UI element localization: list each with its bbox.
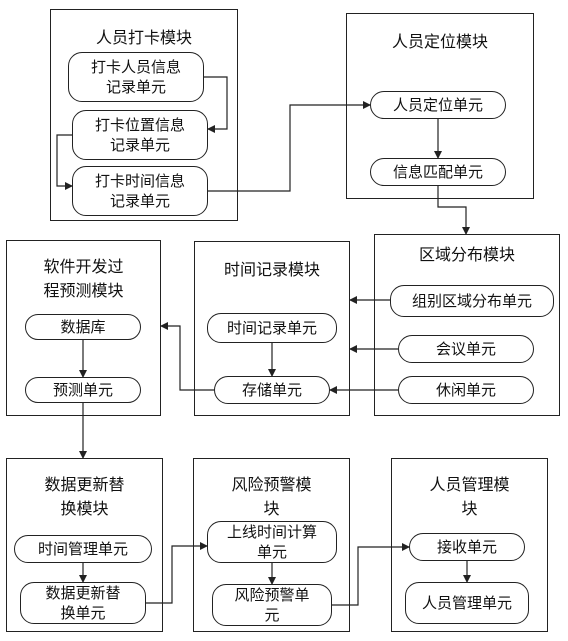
- data-update-module-title: 数据更新替 换模块: [44, 475, 125, 518]
- risk-warning-module-title: 风险预警模 块: [231, 475, 312, 518]
- clock-in-time-info-unit: 打卡时间信息 记录单元: [72, 166, 208, 216]
- storage-unit: 存储单元: [214, 376, 330, 404]
- time-management-unit: 时间管理单元: [14, 535, 152, 563]
- clock-in-location-info-unit: 打卡位置信息 记录单元: [72, 110, 208, 160]
- online-time-calc-unit: 上线时间计算 单元: [207, 521, 337, 563]
- software-prediction-module-title: 软件开发过 程预测模块: [43, 257, 124, 300]
- database-unit: 数据库: [25, 314, 141, 340]
- leisure-unit: 休闲单元: [398, 376, 534, 404]
- group-area-distribution-unit: 组别区域分布单元: [390, 285, 554, 317]
- info-matching-unit: 信息匹配单元: [370, 158, 506, 186]
- meeting-unit: 会议单元: [398, 335, 534, 363]
- receive-unit: 接收单元: [409, 533, 525, 561]
- clock-in-person-info-unit: 打卡人员信息 记录单元: [68, 52, 204, 102]
- prediction-unit: 预测单元: [25, 377, 141, 403]
- time-record-unit: 时间记录单元: [207, 313, 337, 343]
- positioning-module-title: 人员定位模块: [391, 32, 488, 51]
- personnel-management-module-title: 人员管理模 块: [429, 475, 510, 518]
- area-distribution-module-title: 区域分布模块: [418, 245, 515, 264]
- clock-in-module-title: 人员打卡模块: [95, 28, 192, 47]
- personnel-management-unit: 人员管理单元: [405, 582, 529, 624]
- risk-warning-unit: 风险预警单 元: [212, 584, 332, 626]
- time-record-module-title: 时间记录模块: [223, 260, 320, 279]
- data-update-replace-unit: 数据更新替 换单元: [20, 582, 146, 624]
- positioning-unit: 人员定位单元: [370, 91, 506, 119]
